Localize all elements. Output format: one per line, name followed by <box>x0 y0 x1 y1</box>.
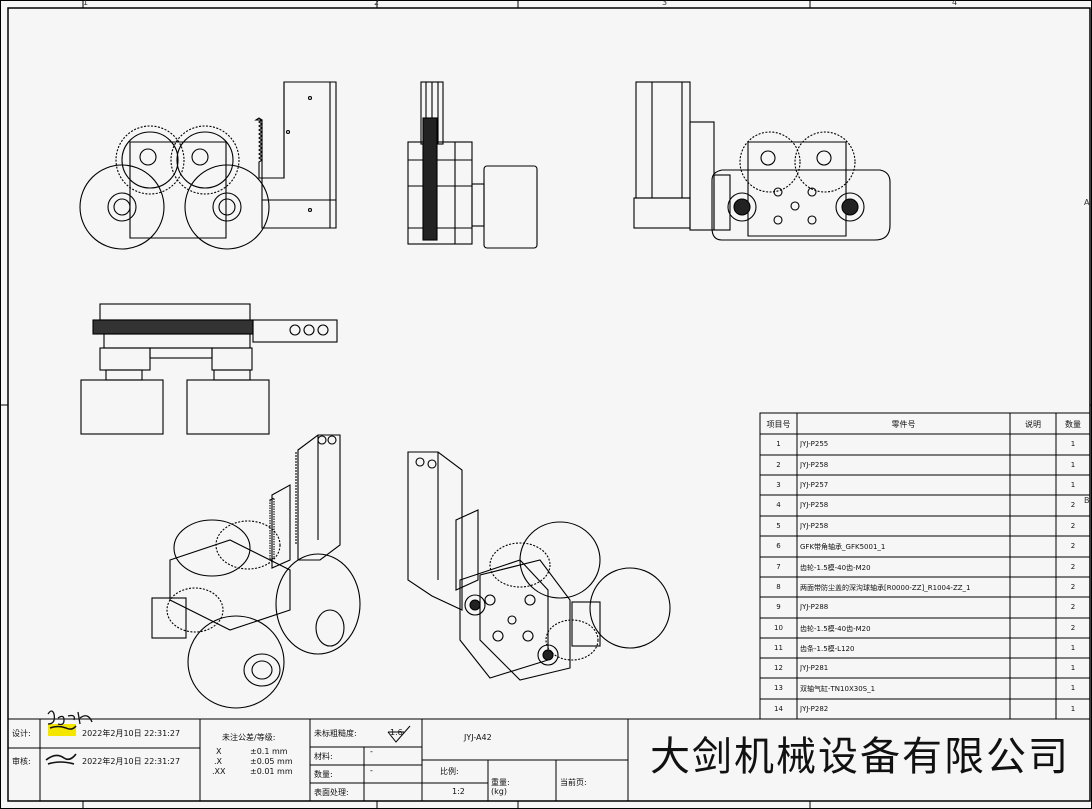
bom-header-no: 项目号 <box>766 420 791 429</box>
quantity-label: 数量: <box>314 770 333 779</box>
roughness-value: 1.6 <box>390 728 403 737</box>
bom-cell-qty: 1 <box>1070 664 1076 672</box>
zone-label-top: 1 <box>83 0 89 7</box>
bom-cell-no: 14 <box>774 705 783 713</box>
bom-cell-part: JYJ-P258 <box>800 501 829 509</box>
bom-cell-part: GFK带角轴承_GFK5001_1 <box>800 543 886 551</box>
company-name: 大剑机械设备有限公司 <box>650 734 1070 780</box>
bom-cell-qty: 2 <box>1070 501 1076 509</box>
bom-cell-part: JYJ-P258 <box>800 522 829 530</box>
bom-cell-part: 齿轮-1.5模-40齿-M20 <box>800 625 871 633</box>
bom-cell-part: 齿条-1.5模-L120 <box>800 645 855 653</box>
bom-cell-no: 5 <box>776 522 781 530</box>
bom-cell-qty: 2 <box>1070 542 1076 550</box>
bom-cell-qty: 2 <box>1070 563 1076 571</box>
bom-cell-no: 13 <box>774 684 783 692</box>
bom-cell-no: 12 <box>774 664 783 672</box>
weight-unit: (kg) <box>491 787 507 796</box>
bom-cell-no: 3 <box>776 481 781 489</box>
bom-cell-no: 6 <box>776 542 781 550</box>
zone-label-top: 4 <box>952 0 958 7</box>
bom-cell-qty: 1 <box>1070 481 1076 489</box>
scale-value: 1:2 <box>452 787 465 796</box>
zone-label-right: B <box>1084 496 1090 505</box>
bom-cell-qty: 2 <box>1070 624 1076 632</box>
bom-cell-part: JYJ-P281 <box>800 664 829 672</box>
bom-cell-part: JYJ-P282 <box>800 705 829 713</box>
bom-cell-no: 10 <box>774 624 783 632</box>
bom-cell-qty: 2 <box>1070 583 1076 591</box>
top-view <box>80 303 338 435</box>
weight-label: 重量: <box>491 778 510 787</box>
tolerance-value: ±0.05 mm <box>250 757 293 766</box>
roughness-symbol-icon <box>387 725 411 743</box>
bom-cell-no: 4 <box>776 501 781 509</box>
bom-cell-no: 1 <box>776 440 781 448</box>
zone-label-top: 3 <box>662 0 668 7</box>
bom-cell-part: 齿轮-1.5模-40齿-M20 <box>800 564 871 572</box>
bom-grid <box>759 412 1091 720</box>
bom-cell-no: 8 <box>776 583 781 591</box>
design-date: 2022年2月10日 22:31:27 <box>82 729 181 738</box>
isometric-view-right <box>407 451 671 681</box>
design-label: 设计: <box>12 729 31 738</box>
review-label: 审核: <box>12 757 31 766</box>
bom-cell-part: JYJ-P255 <box>800 440 829 448</box>
tolerance-range: X <box>216 747 222 756</box>
side-view <box>407 81 538 249</box>
bom-cell-part: JYJ-P288 <box>800 603 829 611</box>
tolerance-value: ±0.01 mm <box>250 767 293 776</box>
bom-cell-qty: 1 <box>1070 440 1076 448</box>
bom-header-part: 零件号 <box>891 420 916 429</box>
tolerance-title: 未注公差/等级: <box>222 733 276 742</box>
page-label: 当前页: <box>560 778 587 787</box>
inner-border <box>7 7 1091 802</box>
front-view <box>79 81 337 250</box>
isometric-view-left <box>151 434 361 709</box>
title-block-grid <box>8 718 1090 801</box>
bom-cell-no: 9 <box>776 603 781 611</box>
bom-cell-part: 两面带防尘盖的深沟球轴承[R0000-ZZ]_R1004-ZZ_1 <box>800 584 971 592</box>
bom-cell-no: 7 <box>776 563 781 571</box>
tolerance-range: .X <box>214 757 223 766</box>
bom-cell-no: 11 <box>774 644 783 652</box>
tolerance-range: .XX <box>212 767 226 776</box>
roughness-label: 未标粗糙度: <box>314 729 357 738</box>
bom-cell-no: 2 <box>776 461 781 469</box>
signature-icon <box>45 710 93 765</box>
scale-label: 比例: <box>440 767 459 776</box>
bom-cell-qty: 1 <box>1070 684 1076 692</box>
bom-header-qty: 数量 <box>1065 420 1081 429</box>
bom-cell-qty: 2 <box>1070 522 1076 530</box>
material-label: 材料: <box>314 752 333 761</box>
rear-view <box>633 81 891 241</box>
bom-cell-part: JYJ-P257 <box>800 481 829 489</box>
review-date: 2022年2月10日 22:31:27 <box>82 757 181 766</box>
zone-label-top: 2 <box>374 0 380 7</box>
bom-cell-part: 双轴气缸-TN10X30S_1 <box>800 685 876 693</box>
bom-cell-qty: 2 <box>1070 603 1076 611</box>
drawing-number: JYJ-A42 <box>464 733 492 742</box>
bom-cell-qty: 1 <box>1070 644 1076 652</box>
bom-header-desc: 说明 <box>1025 420 1041 429</box>
bom-cell-part: JYJ-P258 <box>800 461 829 469</box>
bom-cell-qty: 1 <box>1070 705 1076 713</box>
surface-label: 表面处理: <box>314 788 349 797</box>
zone-label-right: A <box>1084 198 1090 207</box>
bom-cell-qty: 1 <box>1070 461 1076 469</box>
quantity-value: - <box>370 766 373 775</box>
tolerance-value: ±0.1 mm <box>250 747 288 756</box>
material-value: - <box>370 747 373 756</box>
